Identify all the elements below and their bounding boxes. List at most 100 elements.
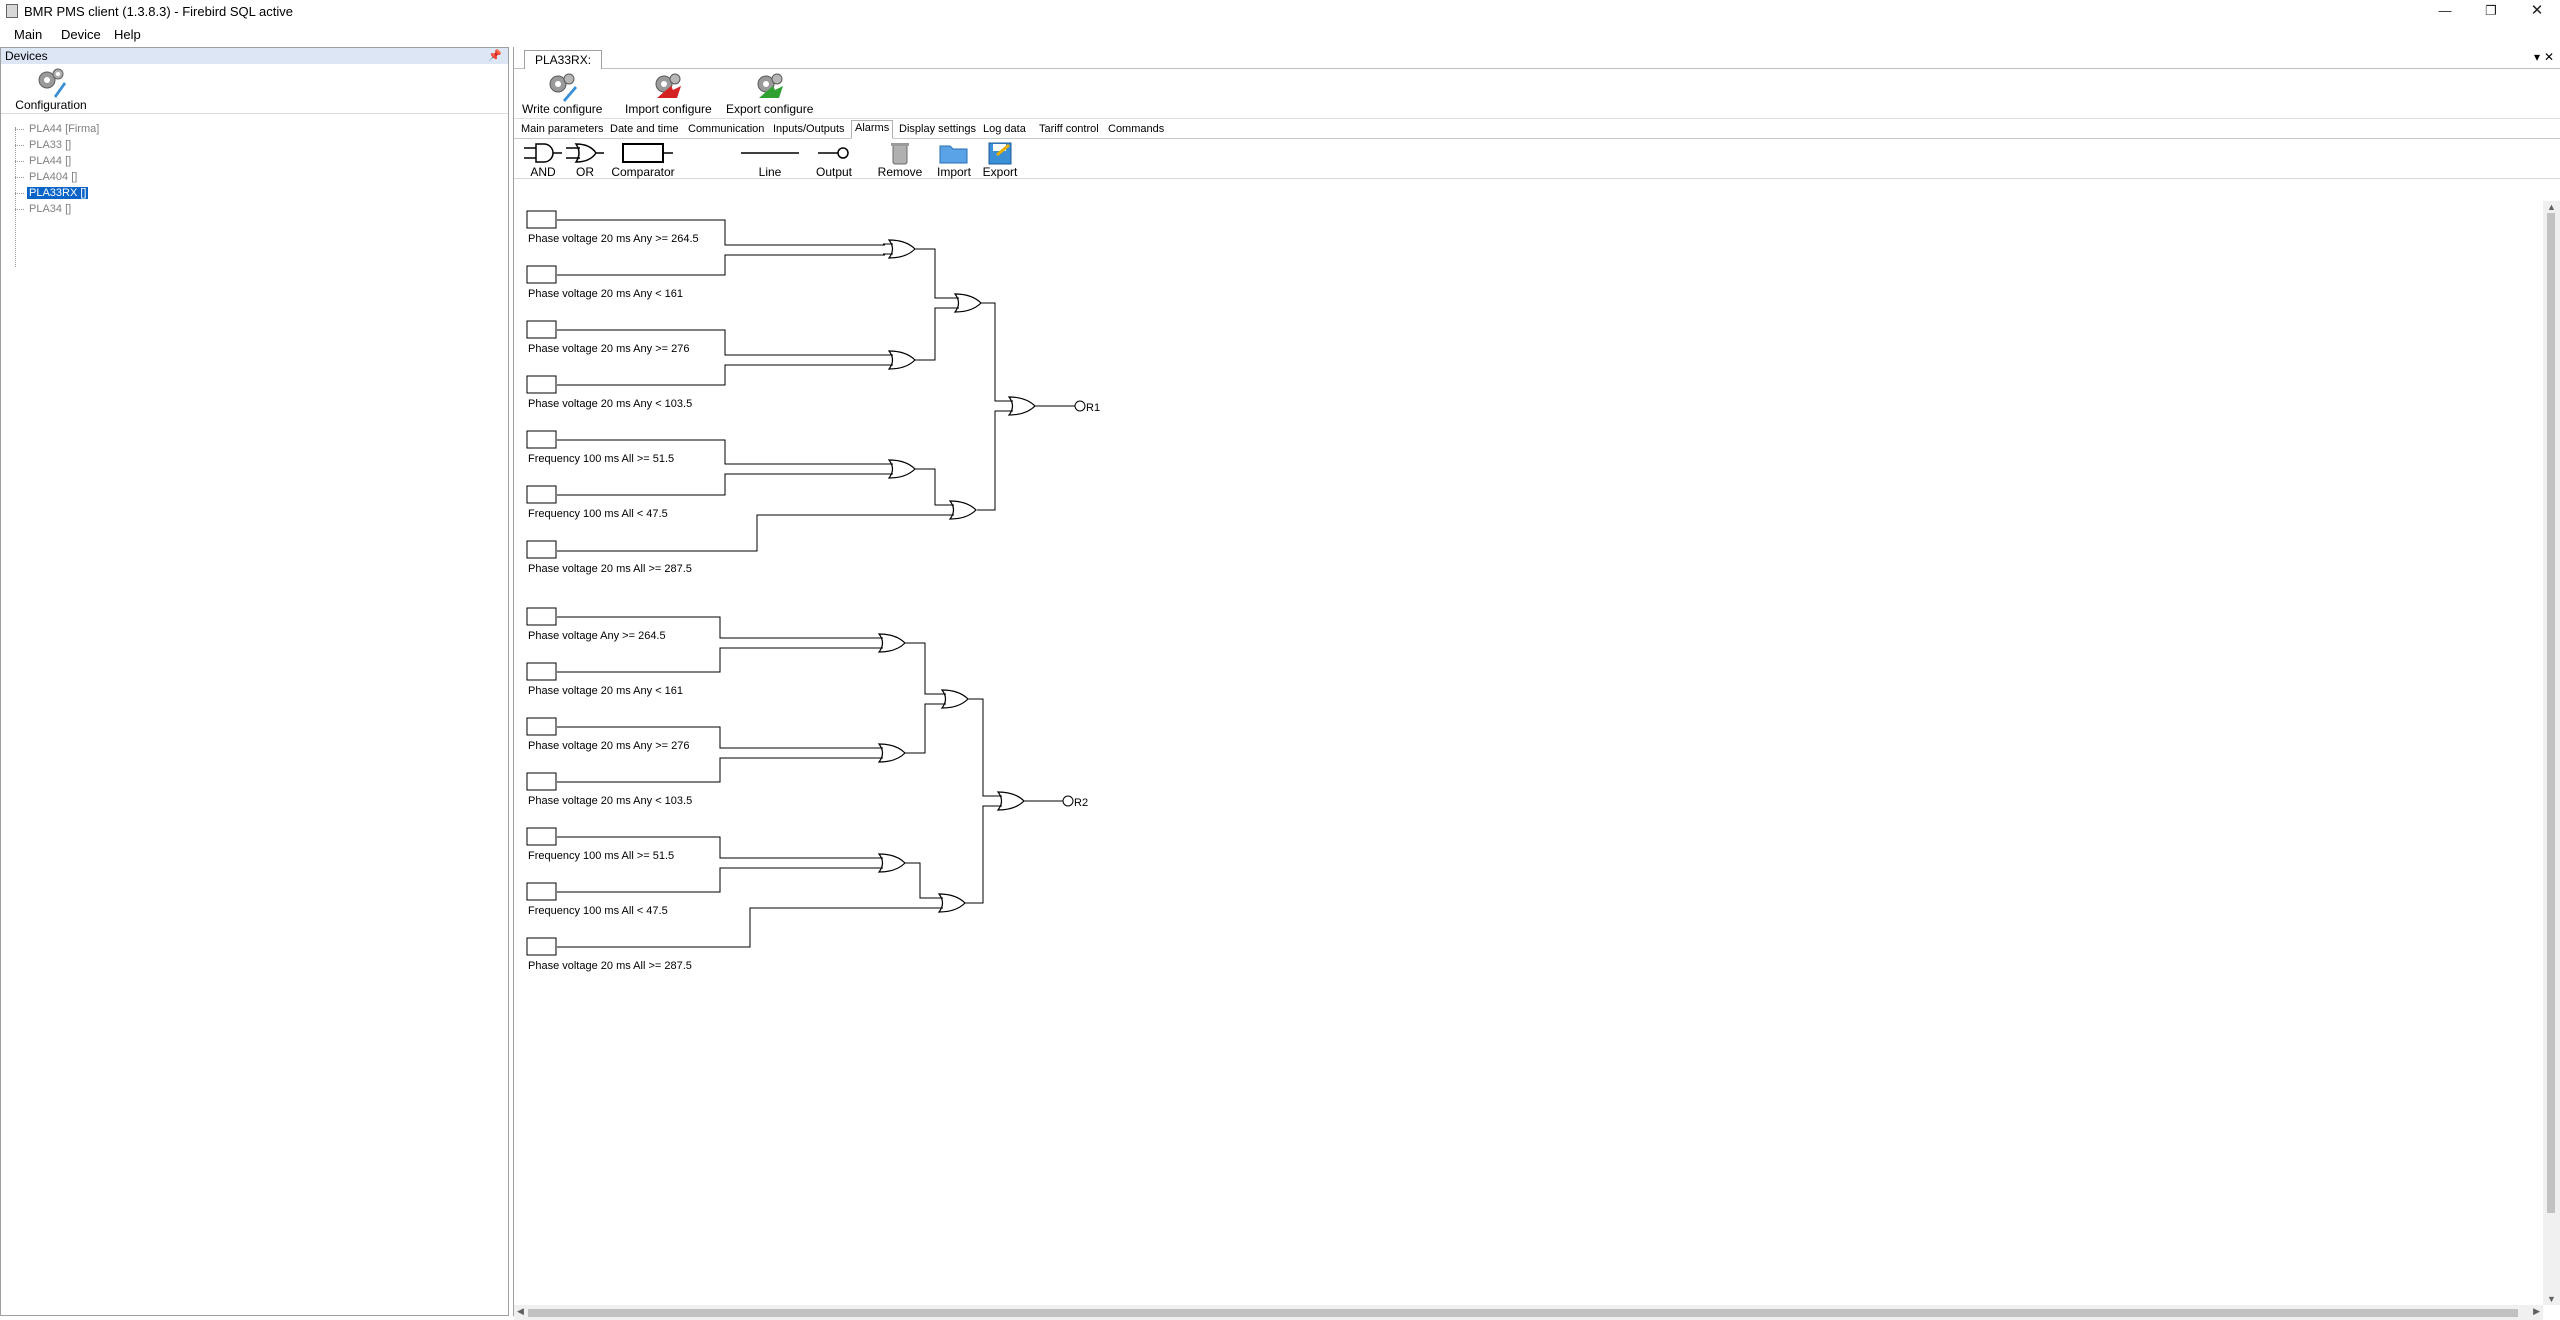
- gate-input-pins: [936, 693, 946, 705]
- gate-input-pins: [1003, 400, 1013, 412]
- connection-line: [977, 302, 1005, 402]
- minimize-button[interactable]: —: [2438, 3, 2452, 18]
- line-button[interactable]: Line: [740, 141, 800, 179]
- comparator-label: Frequency 100 ms All < 47.5: [528, 905, 668, 917]
- or-gate: [948, 500, 977, 520]
- comparator-label: Phase voltage 20 ms Any >= 264.5: [528, 233, 699, 245]
- devices-panel-header: Devices 📌: [1, 48, 508, 64]
- scroll-up-icon[interactable]: ▲: [2547, 202, 2556, 212]
- comparator-block: [526, 485, 557, 504]
- comparator-label: Frequency 100 ms All >= 51.5: [528, 850, 674, 862]
- comparator-label: Phase voltage 20 ms All >= 287.5: [528, 563, 692, 575]
- menu-main[interactable]: Main: [14, 27, 43, 42]
- export-configure-icon: [757, 73, 783, 98]
- menu-device[interactable]: Device: [61, 27, 101, 42]
- remove-label: Remove: [877, 165, 923, 179]
- export-label: Export: [982, 165, 1018, 179]
- scroll-right-icon[interactable]: ▶: [2533, 1306, 2540, 1316]
- scroll-left-icon[interactable]: ◀: [517, 1306, 524, 1316]
- gate-input-pins: [883, 354, 893, 366]
- tree-item-selected[interactable]: PLA33RX []: [15, 185, 101, 201]
- connection-line: [557, 219, 885, 246]
- or-gate-button[interactable]: OR: [566, 141, 604, 179]
- export-configure-label: Export configure: [726, 102, 814, 116]
- or-gate: [1007, 396, 1036, 416]
- document-tab[interactable]: PLA33RX:: [524, 50, 603, 69]
- or-gate: [887, 239, 916, 259]
- connection-line: [557, 647, 875, 673]
- or-gate: [940, 689, 969, 709]
- tree-item[interactable]: PLA44 []: [15, 153, 101, 169]
- tree-item[interactable]: PLA44 [Firma]: [15, 121, 101, 137]
- import-button[interactable]: Import: [934, 141, 974, 179]
- tree-item[interactable]: PLA404 []: [15, 169, 101, 185]
- tree-item[interactable]: PLA34 []: [15, 201, 101, 217]
- connection-line: [915, 468, 946, 506]
- comparator-block: [526, 937, 557, 956]
- export-button[interactable]: Export: [980, 141, 1020, 179]
- import-configure-button[interactable]: Import configure: [625, 72, 712, 116]
- configure-toolbar: Write configure Import configure Export …: [514, 69, 2560, 119]
- document-panel: PLA33RX: ▾ ✕ Write configure Import conf…: [513, 47, 2560, 1320]
- comparator-label: Phase voltage 20 ms Any < 161: [528, 288, 683, 300]
- comparator-button[interactable]: Comparator: [611, 141, 675, 179]
- or-gate: [877, 633, 906, 653]
- tab-log-data[interactable]: Log data: [983, 123, 1026, 135]
- close-button[interactable]: ✕: [2530, 2, 2544, 19]
- connection-line: [557, 254, 885, 276]
- output-button[interactable]: Output: [812, 141, 856, 179]
- tab-commands[interactable]: Commands: [1108, 123, 1165, 135]
- scroll-down-icon[interactable]: ▼: [2547, 1294, 2556, 1304]
- or-gate: [877, 853, 906, 873]
- horizontal-scrollbar[interactable]: ◀ ▶: [514, 1305, 2543, 1320]
- connection-line: [557, 439, 885, 465]
- connection-line: [977, 410, 1005, 511]
- tab-date-and-time[interactable]: Date and time: [610, 123, 679, 135]
- menu-help[interactable]: Help: [114, 27, 141, 42]
- tree-item[interactable]: PLA33 []: [15, 137, 101, 153]
- save-icon: [988, 142, 1012, 165]
- restore-button[interactable]: ❐: [2485, 3, 2497, 18]
- gate-input-pins: [992, 795, 1002, 807]
- tab-alarms[interactable]: Alarms: [851, 120, 894, 139]
- vertical-scrollbar[interactable]: ▲ ▼: [2543, 201, 2560, 1305]
- scrollbar-thumb[interactable]: [528, 1309, 2518, 1317]
- comparator-block: [526, 430, 557, 449]
- and-gate-button[interactable]: AND: [524, 141, 562, 179]
- tab-list-dropdown-icon[interactable]: ▾: [2533, 50, 2540, 64]
- tab-tariff-control[interactable]: Tariff control: [1039, 123, 1099, 135]
- remove-button[interactable]: Remove: [876, 141, 924, 179]
- output-icon: [818, 147, 849, 159]
- scrollbar-thumb[interactable]: [2547, 213, 2555, 1213]
- close-tab-icon[interactable]: ✕: [2543, 50, 2554, 64]
- devices-toolbar: Configuration: [1, 64, 508, 114]
- menu-bar: Main Device Help: [0, 23, 2560, 45]
- title-bar: BMR PMS client (1.3.8.3) - Firebird SQL …: [0, 0, 2560, 23]
- tab-inputs-outputs[interactable]: Inputs/Outputs: [773, 123, 845, 135]
- output-label: R1: [1086, 402, 1100, 414]
- configuration-label: Configuration: [15, 98, 87, 112]
- gears-icon: [38, 68, 66, 98]
- comparator-label: Phase voltage 20 ms Any < 161: [528, 685, 683, 697]
- connection-line: [905, 642, 938, 695]
- import-configure-icon: [655, 73, 682, 98]
- tab-display-settings[interactable]: Display settings: [899, 123, 977, 135]
- comparator-label: Phase voltage 20 ms Any < 103.5: [528, 795, 692, 807]
- export-configure-button[interactable]: Export configure: [726, 72, 813, 116]
- tab-main-parameters[interactable]: Main parameters: [521, 123, 604, 135]
- comparator-icon: [622, 143, 673, 163]
- or-gate: [877, 743, 906, 763]
- connection-line: [557, 473, 885, 496]
- tab-communication[interactable]: Communication: [688, 123, 765, 135]
- or-gate: [953, 293, 982, 313]
- write-configure-icon: [549, 73, 578, 102]
- pin-icon[interactable]: 📌: [488, 50, 502, 62]
- devices-panel-title: Devices: [5, 49, 48, 63]
- write-configure-button[interactable]: Write configure: [522, 72, 602, 116]
- comparator-block: [526, 320, 557, 339]
- folder-icon: [939, 145, 968, 164]
- configuration-button[interactable]: Configuration: [11, 66, 91, 112]
- gate-input-pins: [949, 297, 959, 309]
- comparator-block: [526, 882, 557, 901]
